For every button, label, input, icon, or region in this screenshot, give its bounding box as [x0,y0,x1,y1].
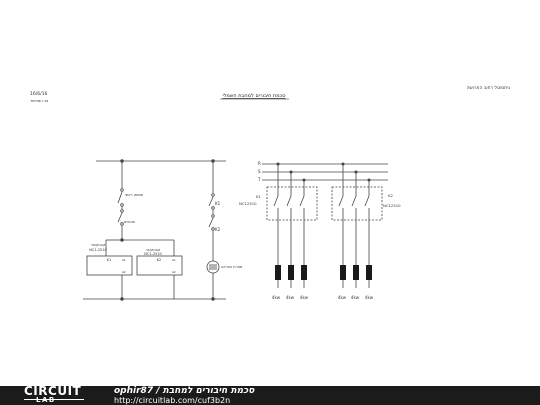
block1-a2: A2 [122,270,126,274]
block2-model: NC1-2510 [144,252,161,256]
switch-contact [120,209,124,213]
heater-elements [275,265,372,280]
footer-author[interactable]: ophir87 [114,386,154,396]
load-label: 4kw [351,295,360,300]
header-page-line: נפ המנישר [30,98,49,103]
junction-dot [367,178,371,182]
schematic-canvas: גיתסוטל רחוב החרושה 16/6/16 נפ המנישר סכ… [30,86,511,301]
phase-r-label: R [258,161,261,166]
block2-a2: A2 [172,270,176,274]
junction-dot [276,162,280,166]
contactor-coil-k1 [86,255,133,276]
heater-element [288,265,294,280]
switch-contact [211,206,215,210]
switch-contact [120,188,124,192]
load-label: 4kw [338,295,347,300]
contact-blade [338,195,344,207]
circuitlab-logo-lab: LAB [36,396,56,404]
switch-contact [211,193,215,197]
circuitlab-logo: CIRCUIT [24,384,82,398]
heater-element [301,265,307,280]
main-switch-blade [117,191,123,204]
footer-bar: CIRCUIT LAB ophir87 / סכמת חיבורים למחבת… [0,384,540,405]
load-label: 4kw [365,295,374,300]
k1-aux-blade [208,196,214,207]
contact-blade [299,195,305,207]
contactor-housing-k1 [266,186,318,221]
heater-element [366,265,372,280]
load-label: 4kw [272,295,281,300]
right-contactor-name: K2 [388,193,393,198]
contactor-housing-k2 [331,186,383,221]
switch-contact [211,227,215,231]
switch-contact [120,222,124,226]
block1-title: קונטקטור [91,243,106,247]
main-switch-label: מפסק ראשי [125,193,144,197]
block2-a1: A1 [172,258,176,262]
contact-blade [364,195,370,207]
switch-contact [211,214,215,218]
left-contactor-model: NC12510 [239,201,257,206]
left-contactor-name: K1 [256,194,261,199]
control-circuit [83,159,226,301]
contact-blade [286,195,292,207]
heater-element [353,265,359,280]
load-label: 4kw [300,295,309,300]
phase-s-label: S [258,169,261,174]
junction-dot [341,162,345,166]
header-date: 16/6/16 [30,91,47,97]
k2-aux-label: K2 [215,227,221,232]
junction-dot [120,238,124,242]
junction-dot [289,170,293,174]
second-switch-label: פוטונים [124,220,135,224]
k2-aux-blade [208,217,214,228]
contact-blade [273,195,279,207]
footer-sep: / [153,386,163,396]
footer-title: ophir87 / סכמת חיבורים למחבת [114,386,254,396]
heater-element [340,265,346,280]
right-contactor-model: NC12510 [383,203,401,208]
logo-wire [24,399,84,400]
block2-k: K2 [157,258,162,262]
junction-dot [354,170,358,174]
footer-project: סכמת חיבורים למחבת [162,386,255,396]
heater-element [275,265,281,280]
junction-dot [302,178,306,182]
switch-contact [120,203,124,207]
block1-a1: A1 [122,258,126,262]
lamp-label: מנורת התראה [221,265,243,269]
footer-url[interactable]: http://circuitlab.com/cuf3b2n [114,396,231,405]
contactor-coil-k2 [136,255,183,276]
diagram-title: סכמת חיבורים למחבת חשמלי [222,93,285,99]
block1-k: K1 [107,258,112,262]
second-switch-blade [117,212,123,223]
contact-blade [351,195,357,207]
load-label: 4kw [286,295,295,300]
block1-model: NC1-2510 [89,248,106,252]
phase-t-label: T [257,177,261,182]
k1-aux-label: K1 [215,201,221,206]
block2-title: קונטקטור [146,248,161,252]
power-circuit [262,162,388,288]
header-top-right: גיתסוטל רחוב החרושה [467,86,511,91]
